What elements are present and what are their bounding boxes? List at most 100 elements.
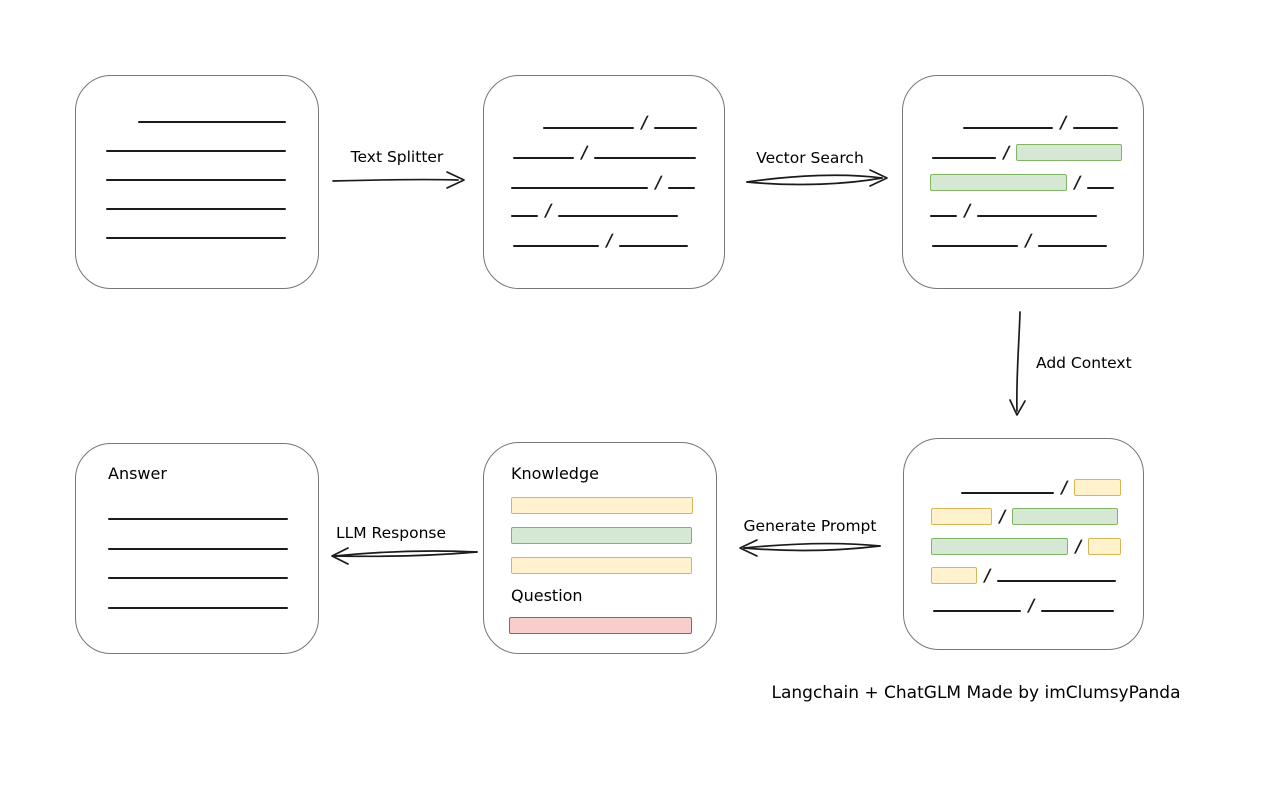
text-line	[997, 580, 1117, 582]
chunk-separator-slash: /	[1026, 596, 1037, 616]
chunk-row	[511, 526, 692, 544]
chunk-row: /	[543, 113, 698, 133]
green-highlight-bar	[930, 174, 1067, 191]
split-chunks-box: / / / / /	[483, 75, 725, 289]
chunk-separator-slash: /	[1059, 478, 1070, 498]
chunk-row	[106, 223, 286, 241]
prompt-box: Knowledge Question	[483, 442, 717, 654]
green-highlight-bar	[511, 527, 692, 544]
green-highlight-bar	[1016, 144, 1123, 161]
chunk-row: /	[963, 113, 1119, 133]
text-line	[511, 187, 648, 189]
chunk-row	[106, 165, 286, 183]
text-line	[106, 237, 286, 239]
chunk-row	[511, 556, 692, 574]
add-context-arrow	[1009, 311, 1026, 416]
text-line	[108, 607, 288, 609]
generate-prompt-arrow	[739, 539, 881, 557]
context-box: / / / / /	[903, 438, 1144, 650]
chunk-separator-slash: /	[962, 201, 973, 221]
text-line	[668, 187, 696, 189]
chunk-row: /	[931, 566, 1117, 586]
chunk-separator-slash: /	[1023, 231, 1034, 251]
chunk-row	[108, 504, 288, 522]
answer-box: Answer	[75, 443, 319, 654]
text-line	[108, 548, 288, 550]
yellow-highlight-bar	[931, 508, 992, 525]
text-line	[543, 127, 634, 129]
chunk-row	[138, 107, 286, 125]
text-line	[1041, 610, 1115, 612]
chunk-separator-slash: /	[543, 201, 554, 221]
text-line	[108, 577, 288, 579]
chunk-row	[511, 496, 693, 514]
retrieved-chunks-box: / / / / /	[902, 75, 1144, 289]
text-line	[933, 610, 1021, 612]
text-line	[513, 157, 574, 159]
chunk-row	[509, 616, 692, 634]
chunk-separator-slash: /	[639, 113, 650, 133]
chunk-row: /	[930, 201, 1098, 221]
chunk-row: /	[511, 173, 696, 193]
chunk-separator-slash: /	[1001, 143, 1012, 163]
chunk-separator-slash: /	[1072, 173, 1083, 193]
answer-heading: Answer	[108, 464, 167, 483]
text-line	[932, 245, 1018, 247]
chunk-separator-slash: /	[982, 566, 993, 586]
vector-search-label: Vector Search	[756, 149, 864, 167]
chunk-row: /	[961, 478, 1122, 498]
chunk-row: /	[931, 507, 1119, 527]
yellow-highlight-bar	[511, 557, 692, 574]
text-line	[619, 245, 689, 247]
chunk-row: /	[513, 231, 689, 251]
chunk-row: /	[932, 143, 1123, 163]
llm-response-label: LLM Response	[335, 524, 446, 542]
document-box	[75, 75, 319, 289]
text-line	[108, 518, 288, 520]
chunk-separator-slash: /	[604, 231, 615, 251]
text-line	[963, 127, 1053, 129]
yellow-highlight-bar	[1074, 479, 1122, 496]
chunk-row	[106, 194, 286, 212]
text-line	[558, 215, 679, 217]
text-line	[1073, 127, 1119, 129]
text-line	[594, 157, 697, 159]
text-line	[513, 245, 599, 247]
green-highlight-bar	[931, 538, 1068, 555]
text-line	[1087, 187, 1115, 189]
text-line	[932, 157, 996, 159]
chunk-row	[108, 563, 288, 581]
yellow-highlight-bar	[1088, 538, 1122, 555]
text-line	[654, 127, 698, 129]
chunk-row: /	[930, 173, 1115, 193]
chunk-separator-slash: /	[1073, 537, 1084, 557]
text-splitter-arrow	[332, 171, 465, 189]
chunk-separator-slash: /	[997, 507, 1008, 527]
question-heading: Question	[511, 586, 583, 605]
chunk-row: /	[931, 537, 1122, 557]
text-line	[106, 208, 286, 210]
vector-search-arrow	[746, 169, 888, 187]
generate-prompt-label: Generate Prompt	[743, 517, 877, 535]
yellow-highlight-bar	[931, 567, 977, 584]
chunk-separator-slash: /	[1058, 113, 1069, 133]
green-highlight-bar	[1012, 508, 1119, 525]
chunk-row: /	[932, 231, 1108, 251]
text-line	[1038, 245, 1108, 247]
caption-text: Langchain + ChatGLM Made by imClumsyPand…	[771, 683, 1181, 703]
llm-response-arrow	[331, 547, 478, 565]
chunk-row: /	[511, 201, 679, 221]
chunk-separator-slash: /	[579, 143, 590, 163]
chunk-row	[106, 136, 286, 154]
text-line	[106, 179, 286, 181]
add-context-label: Add Context	[1036, 354, 1132, 372]
text-line	[138, 121, 286, 123]
yellow-highlight-bar	[511, 497, 693, 514]
text-line	[106, 150, 286, 152]
knowledge-heading: Knowledge	[511, 464, 599, 483]
chunk-row	[108, 534, 288, 552]
text-line	[961, 492, 1054, 494]
text-line	[977, 215, 1098, 217]
chunk-row	[108, 593, 288, 611]
chunk-row: /	[933, 596, 1115, 616]
